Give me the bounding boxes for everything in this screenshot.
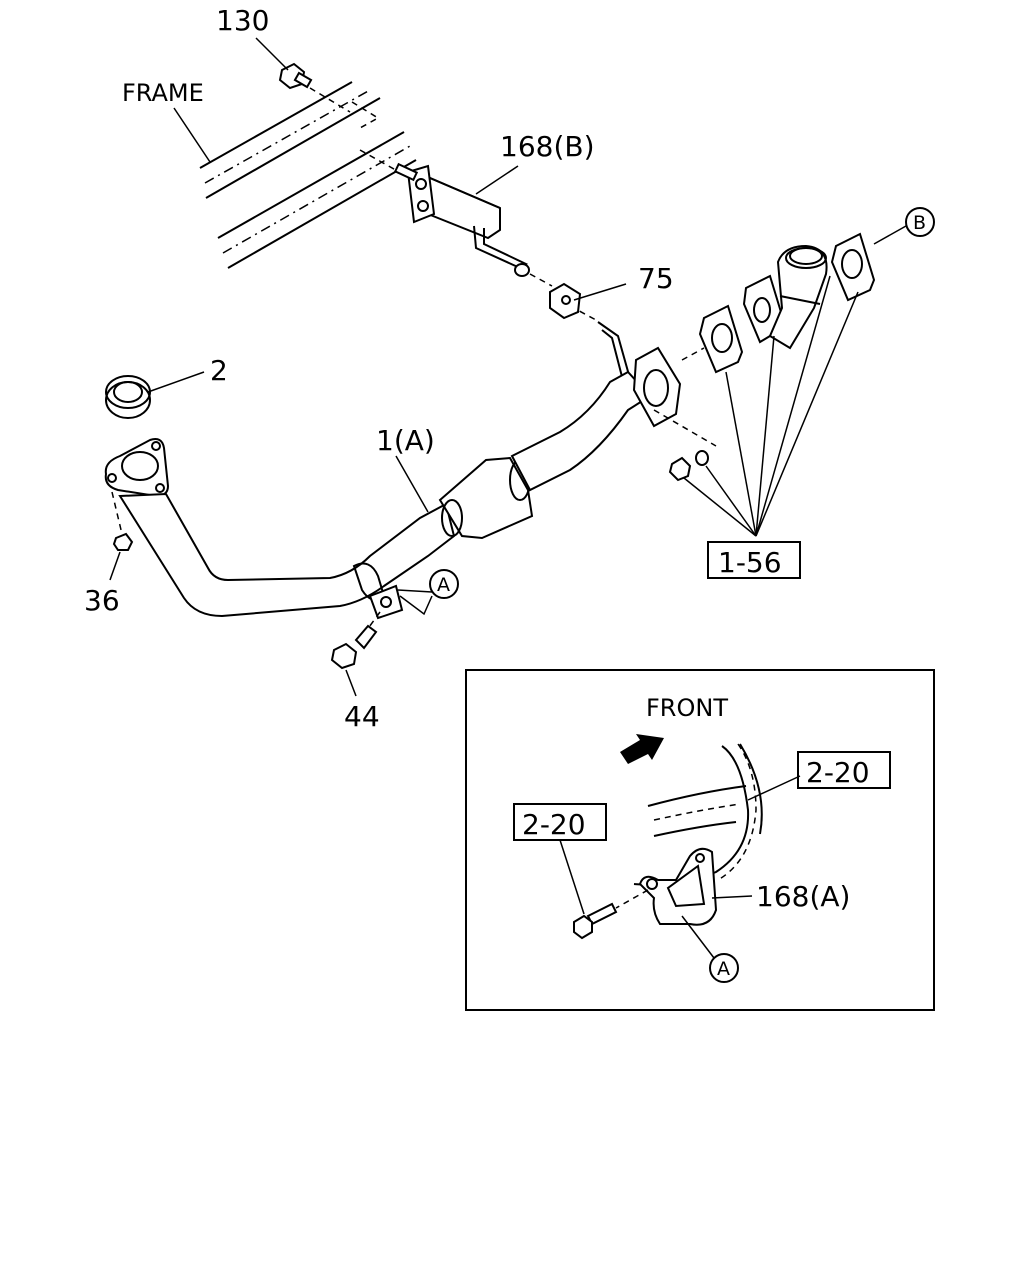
leaders-1-56 xyxy=(683,275,859,537)
reference-box-2-20-left: 2-20 xyxy=(513,803,607,841)
nut-1-56 xyxy=(668,450,709,482)
leader-b xyxy=(873,225,907,245)
part-label-2: 2 xyxy=(210,354,228,387)
leader-a xyxy=(397,589,433,593)
rear-flange xyxy=(632,346,717,447)
bracket-168b xyxy=(359,149,529,270)
rear-muffler xyxy=(742,244,828,350)
front-arrow-icon xyxy=(620,734,664,764)
leader-2 xyxy=(147,371,205,393)
callout-circle-b: B xyxy=(905,207,935,237)
leader-a-bend xyxy=(399,595,433,616)
leader-1a xyxy=(395,455,429,513)
front-pipe-1a xyxy=(118,370,652,620)
svg-text:2-20: 2-20 xyxy=(806,756,870,789)
part-label-36: 36 xyxy=(84,584,120,617)
svg-text:B: B xyxy=(913,212,926,234)
leader-44 xyxy=(345,669,357,697)
reference-box-2-20-right: 2-20 xyxy=(797,751,891,789)
part-label-1a: 1(A) xyxy=(376,424,435,457)
part-label-75: 75 xyxy=(638,262,674,295)
svg-text:A: A xyxy=(717,958,730,980)
svg-text:2-20: 2-20 xyxy=(522,808,586,841)
part-label-168a: 168(A) xyxy=(756,880,850,913)
front-label: FRONT xyxy=(646,694,728,722)
bolt-130 xyxy=(278,62,351,113)
svg-text:1-56: 1-56 xyxy=(718,546,782,579)
leader-frame xyxy=(173,107,211,163)
front-flange xyxy=(104,438,170,498)
part-label-130: 130 xyxy=(216,4,269,37)
leader-36 xyxy=(109,551,121,581)
part-label-168b: 168(B) xyxy=(500,130,595,163)
leader-130 xyxy=(255,37,289,71)
frame-rails xyxy=(199,81,417,269)
part-label-44: 44 xyxy=(344,700,380,733)
leader-168b xyxy=(475,165,519,195)
svg-text:A: A xyxy=(437,574,450,596)
bolt-44 xyxy=(330,611,381,670)
frame-label: FRAME xyxy=(122,79,204,107)
leader-75 xyxy=(573,283,627,301)
inset-detail: FRONT 2-20 2-20 168(A) xyxy=(465,669,935,1011)
rear-gasket xyxy=(681,304,744,374)
callout-circle-a: A xyxy=(429,569,459,599)
nut-36 xyxy=(111,491,134,551)
rear-end-gasket xyxy=(830,232,876,302)
rubber-mount-75 xyxy=(549,282,582,320)
inset-callout-circle-a: A xyxy=(709,953,739,983)
reference-box-1-56: 1-56 xyxy=(707,541,801,579)
gasket-2 xyxy=(105,375,151,419)
